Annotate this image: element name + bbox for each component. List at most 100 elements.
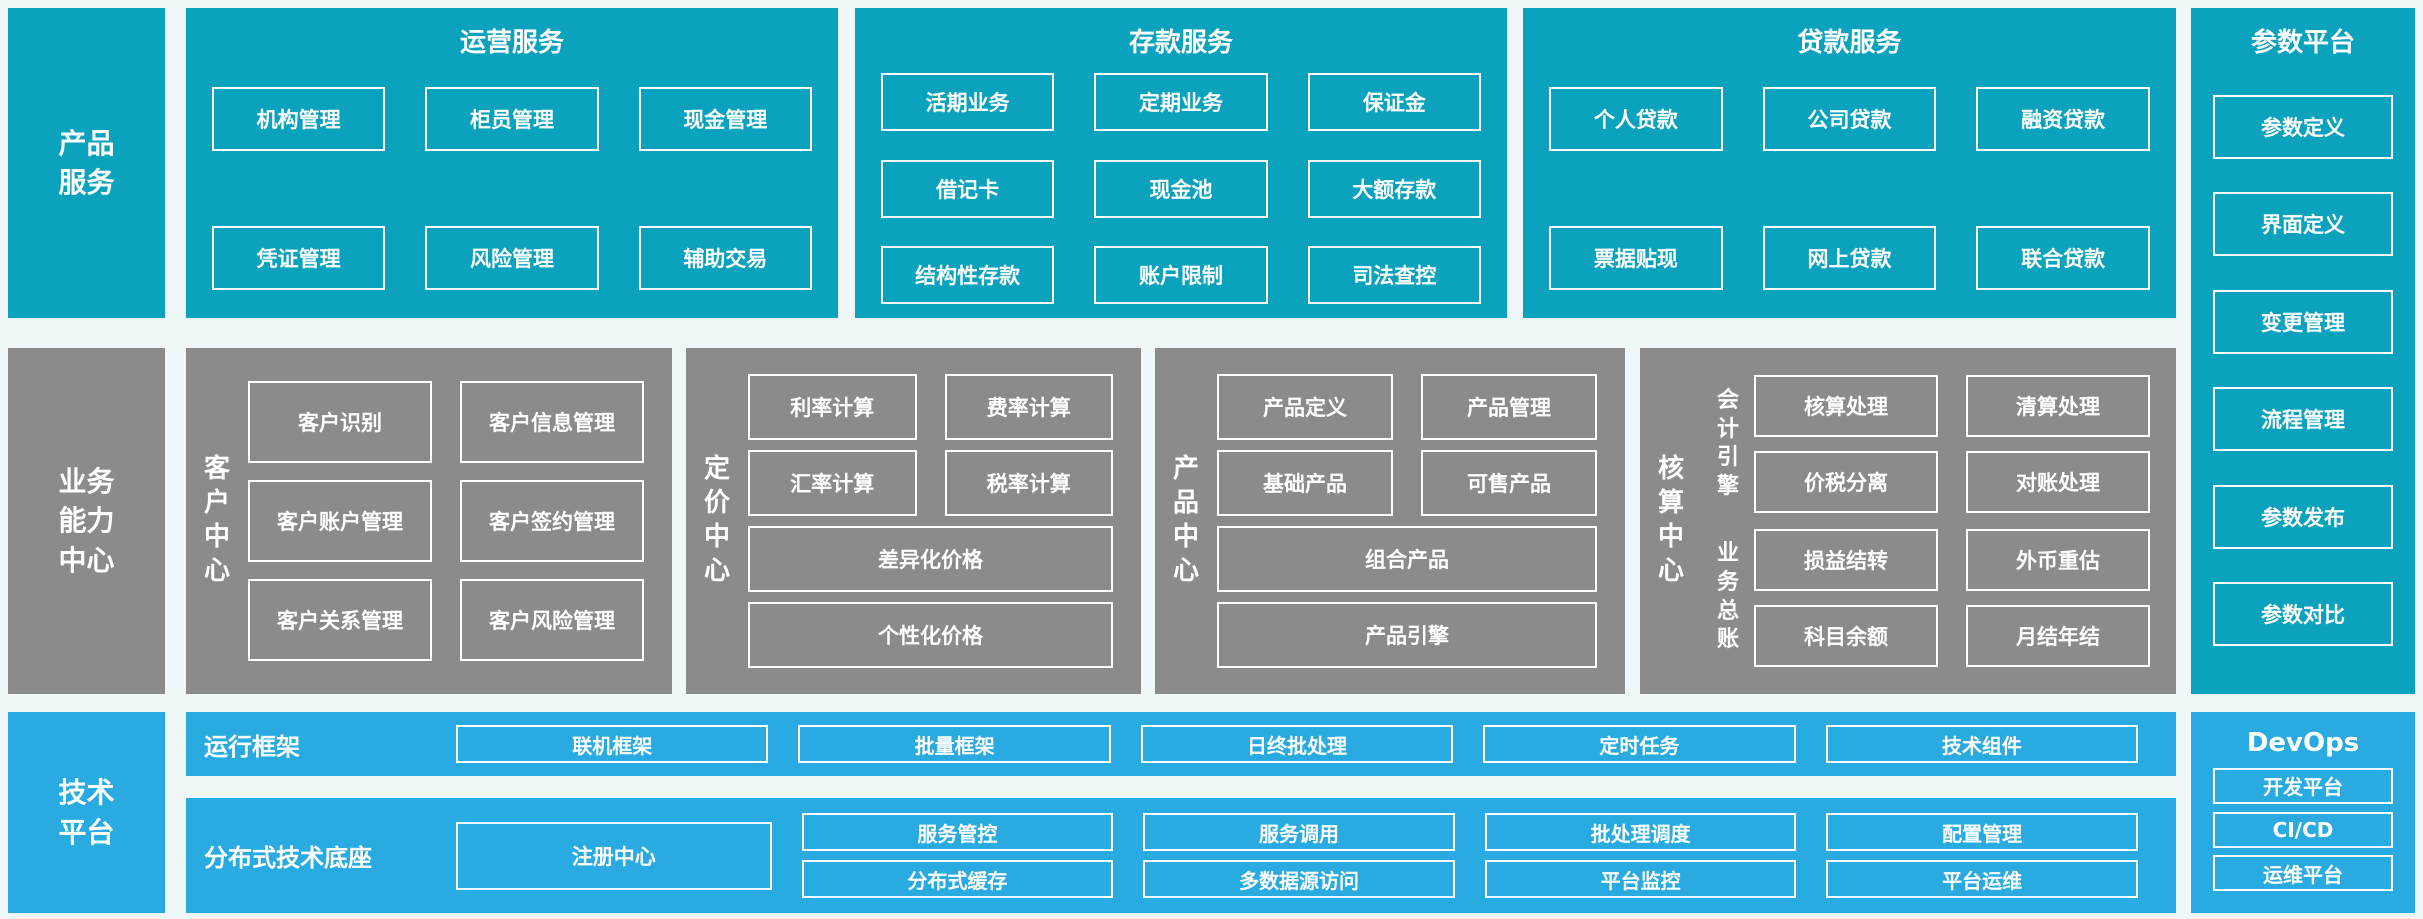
tech-box-stack: 服务管控 分布式缓存 [801, 813, 1114, 898]
capability-box: 客户风险管理 [460, 579, 644, 661]
section-vertical-title: 产品中心 [1155, 348, 1217, 694]
capability-box: 产品定义 [1217, 374, 1393, 440]
pricing-center-label: 定价中心 [703, 454, 730, 586]
loan-grid: 个人贷款 公司贷款 融资贷款 票据贴现 网上贷款 联合贷款 [1523, 59, 2176, 318]
service-box: 保证金 [1307, 73, 1481, 132]
service-box: 界面定义 [2213, 192, 2393, 257]
tech-box: 运维平台 [2213, 855, 2393, 892]
tech-box: 批处理调度 [1484, 813, 1797, 851]
capability-box: 外币重估 [1966, 528, 2150, 591]
capability-box: 税率计算 [944, 450, 1113, 516]
service-box: 票据贴现 [1549, 225, 1723, 290]
capability-box: 客户信息管理 [460, 381, 644, 463]
service-box: 现金池 [1094, 159, 1268, 218]
tech-box: 服务管控 [801, 813, 1114, 851]
business-ledger-group: 业务总账 损益结转 外币重估 科目余额 月结年结 [1702, 528, 2150, 667]
rail-tech-platform-label: 技术平台 [58, 776, 115, 849]
rail-product-services: 产品服务 [8, 8, 165, 318]
capability-box: 客户识别 [248, 381, 432, 463]
section-title: 贷款服务 [1797, 28, 1902, 58]
pricing-grid: 利率计算 费率计算 汇率计算 税率计算 差异化价格 个性化价格 [748, 348, 1141, 694]
capability-box: 客户签约管理 [460, 480, 644, 562]
section-vertical-title: 客户中心 [186, 348, 248, 694]
tech-box: 平台运维 [1826, 860, 2138, 898]
tech-box: 日终批处理 [1140, 725, 1454, 763]
rail-product-services-label: 产品服务 [58, 126, 115, 199]
service-box: 账户限制 [1094, 245, 1268, 304]
service-box: 参数发布 [2213, 484, 2393, 549]
capability-box: 组合产品 [1217, 526, 1597, 592]
capability-box: 个性化价格 [748, 602, 1113, 668]
service-box: 定期业务 [1094, 73, 1268, 132]
service-box: 大额存款 [1307, 159, 1481, 218]
capability-box: 核算处理 [1754, 375, 1938, 438]
service-box: 网上贷款 [1762, 225, 1937, 290]
service-box: 现金管理 [638, 87, 812, 152]
capability-box: 月结年结 [1966, 604, 2150, 667]
capability-box: 科目余额 [1754, 604, 1938, 667]
service-box: 联合贷款 [1976, 225, 2150, 290]
devops-list: 开发平台 CI/CD 运维平台 [2213, 760, 2393, 899]
customer-grid: 客户识别 客户信息管理 客户账户管理 客户签约管理 客户关系管理 客户风险管理 [248, 348, 672, 694]
service-box: 参数定义 [2213, 94, 2393, 159]
service-box: 公司贷款 [1762, 87, 1937, 152]
section-title: 运营服务 [459, 28, 564, 58]
section-product-center: 产品中心 产品定义 产品管理 基础产品 可售产品 组合产品 产品引擎 [1155, 348, 1625, 694]
tech-box: 分布式缓存 [801, 860, 1114, 898]
tech-box: 联机框架 [456, 725, 769, 763]
devops-title: DevOps [2246, 728, 2360, 758]
service-box: 流程管理 [2213, 387, 2393, 452]
capability-box: 费率计算 [944, 374, 1113, 440]
capability-box: 清算处理 [1966, 375, 2150, 438]
section-customer-center: 客户中心 客户识别 客户信息管理 客户账户管理 客户签约管理 客户关系管理 客户… [186, 348, 672, 694]
section-devops: DevOps 开发平台 CI/CD 运维平台 [2191, 712, 2415, 913]
operations-grid: 机构管理 柜员管理 现金管理 凭证管理 风险管理 辅助交易 [186, 59, 838, 318]
service-box: 机构管理 [212, 87, 386, 152]
section-title: 存款服务 [1128, 28, 1233, 58]
runtime-framework-label: 运行框架 [204, 732, 300, 761]
rail-business-capability-label: 业务能力中心 [58, 465, 115, 577]
tech-box-stack: 配置管理 平台运维 [1826, 813, 2138, 898]
section-title: 参数平台 [2250, 28, 2355, 58]
section-operations-services: 运营服务 机构管理 柜员管理 现金管理 凭证管理 风险管理 辅助交易 [186, 8, 838, 318]
service-box: 凭证管理 [212, 225, 386, 290]
rail-business-capability: 业务能力中心 [8, 348, 165, 694]
tech-box: 技术组件 [1825, 725, 2139, 763]
tech-box: CI/CD [2213, 811, 2393, 848]
capability-box: 客户关系管理 [248, 579, 432, 661]
service-box: 参数对比 [2213, 582, 2393, 647]
capability-box: 产品引擎 [1217, 602, 1597, 668]
section-vertical-title: 核算中心 [1640, 348, 1702, 694]
business-ledger-label: 业务总账 [1716, 541, 1739, 653]
tech-box: 配置管理 [1826, 813, 2138, 851]
capability-box: 产品管理 [1421, 374, 1597, 440]
tech-box: 多数据源访问 [1143, 860, 1455, 898]
service-box: 风险管理 [425, 225, 599, 290]
capability-box: 损益结转 [1754, 528, 1938, 591]
service-box: 融资贷款 [1976, 87, 2150, 152]
deposit-grid: 活期业务 定期业务 保证金 借记卡 现金池 大额存款 结构性存款 账户限制 司法… [855, 59, 1507, 318]
business-ledger-grid: 损益结转 外币重估 科目余额 月结年结 [1754, 528, 2150, 667]
section-accounting-center: 核算中心 会计引擎 核算处理 清算处理 价税分离 对账处理 业务总账 损 [1640, 348, 2176, 694]
service-box: 辅助交易 [638, 225, 812, 290]
product-grid: 产品定义 产品管理 基础产品 可售产品 组合产品 产品引擎 [1217, 348, 1625, 694]
band-distributed-base: 分布式技术底座 注册中心 服务管控 分布式缓存 服务调用 多数据源访问 批处理调… [186, 798, 2176, 913]
capability-box: 可售产品 [1421, 450, 1597, 516]
service-box: 柜员管理 [425, 87, 599, 152]
accounting-engine-group: 会计引擎 核算处理 清算处理 价税分离 对账处理 [1702, 375, 2150, 514]
section-loan-services: 贷款服务 个人贷款 公司贷款 融资贷款 票据贴现 网上贷款 联合贷款 [1523, 8, 2176, 318]
tech-box: 开发平台 [2213, 767, 2393, 804]
accounting-body: 会计引擎 核算处理 清算处理 价税分离 对账处理 业务总账 损益结转 外币重估 … [1702, 348, 2176, 694]
group-vertical-title: 业务总账 [1702, 540, 1754, 654]
capability-box: 汇率计算 [748, 450, 917, 516]
capability-box: 差异化价格 [748, 526, 1113, 592]
product-center-label: 产品中心 [1172, 454, 1199, 586]
group-vertical-title: 会计引擎 [1702, 387, 1754, 501]
capability-box: 基础产品 [1217, 450, 1393, 516]
customer-center-label: 客户中心 [203, 454, 230, 586]
accounting-engine-label: 会计引擎 [1716, 388, 1739, 499]
tech-box: 服务调用 [1143, 813, 1455, 851]
tech-box-stack: 批处理调度 平台监控 [1484, 813, 1797, 898]
capability-box: 客户账户管理 [248, 480, 432, 562]
